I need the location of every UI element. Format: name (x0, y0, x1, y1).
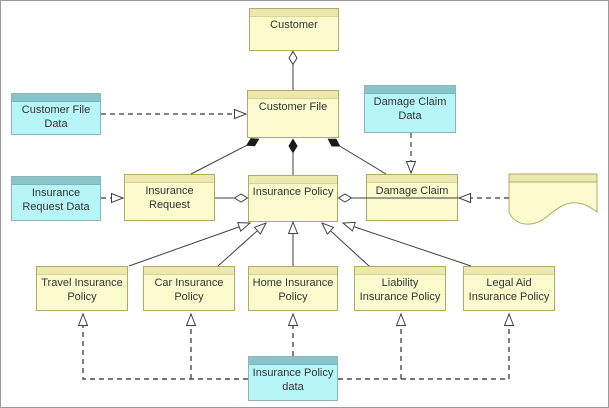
edge-customer-file-composes-insurance-request (190, 139, 259, 175)
node-label: Car Insurance Policy (154, 277, 224, 303)
node-customer-file[interactable]: Customer File (247, 90, 339, 138)
data-header-band (12, 177, 100, 185)
node-label: Liability Insurance Policy (359, 277, 441, 303)
representation-header-band (509, 174, 597, 181)
node-car-insurance-policy[interactable]: Car Insurance Policy (143, 266, 235, 311)
edge-customer-file-composes-damage-claim (328, 138, 387, 175)
node-label: Damage Claim (375, 185, 449, 197)
node-damage-claim-data[interactable]: Damage Claim Data (364, 85, 456, 133)
edge-car-specializes-insurance-policy (217, 223, 266, 267)
object-header-band (250, 9, 338, 17)
node-insurance-request[interactable]: Insurance Request (124, 174, 215, 221)
edge-liability-specializes-insurance-policy (322, 223, 370, 267)
object-header-band (464, 267, 554, 275)
node-customer[interactable]: Customer (249, 8, 339, 51)
node-legal-aid-insurance-policy[interactable]: Legal Aid Insurance Policy (463, 266, 555, 311)
edge-legal-aid-specializes-insurance-policy (343, 223, 472, 267)
node-label: Customer File (258, 101, 328, 113)
node-home-insurance-policy[interactable]: Home Insurance Policy (248, 266, 338, 311)
node-label: Insurance Policy data (252, 367, 334, 393)
node-label: Insurance Policy (252, 186, 334, 198)
data-header-band (12, 94, 100, 102)
node-damage-claim[interactable]: Damage Claim (366, 174, 458, 221)
node-label: Travel Insurance Policy (41, 277, 123, 303)
node-travel-insurance-policy[interactable]: Travel Insurance Policy (36, 266, 128, 311)
node-insurance-policy-data[interactable]: Insurance Policy data (248, 356, 338, 401)
node-claim-form[interactable]: Claim Form (509, 174, 597, 224)
edge-travel-specializes-insurance-policy (128, 223, 250, 267)
node-label: Claim Form (524, 183, 582, 195)
object-header-band (125, 175, 214, 183)
data-header-band (249, 357, 337, 365)
object-header-band (37, 267, 127, 275)
edge-insurance-policy-data-realizes-travel (83, 314, 248, 380)
node-label: Home Insurance Policy (252, 277, 334, 303)
object-header-band (249, 176, 337, 184)
node-label: Customer (270, 19, 318, 31)
node-label: Customer File Data (21, 104, 91, 130)
node-insurance-request-data[interactable]: Insurance Request Data (11, 176, 101, 221)
edge-insurance-policy-data-realizes-legal-aid (338, 314, 509, 380)
object-header-band (144, 267, 234, 275)
object-header-band (249, 267, 337, 275)
node-label: Legal Aid Insurance Policy (468, 277, 550, 303)
node-label: Insurance Request Data (22, 187, 90, 213)
data-header-band (365, 86, 455, 94)
object-header-band (367, 175, 457, 183)
node-label: Damage Claim Data (373, 96, 447, 122)
node-label: Insurance Request (145, 185, 194, 211)
node-insurance-policy[interactable]: Insurance Policy (248, 175, 338, 222)
object-header-band (355, 267, 445, 275)
node-customer-file-data[interactable]: Customer File Data (11, 93, 101, 135)
object-header-band (248, 91, 338, 99)
node-liability-insurance-policy[interactable]: Liability Insurance Policy (354, 266, 446, 311)
